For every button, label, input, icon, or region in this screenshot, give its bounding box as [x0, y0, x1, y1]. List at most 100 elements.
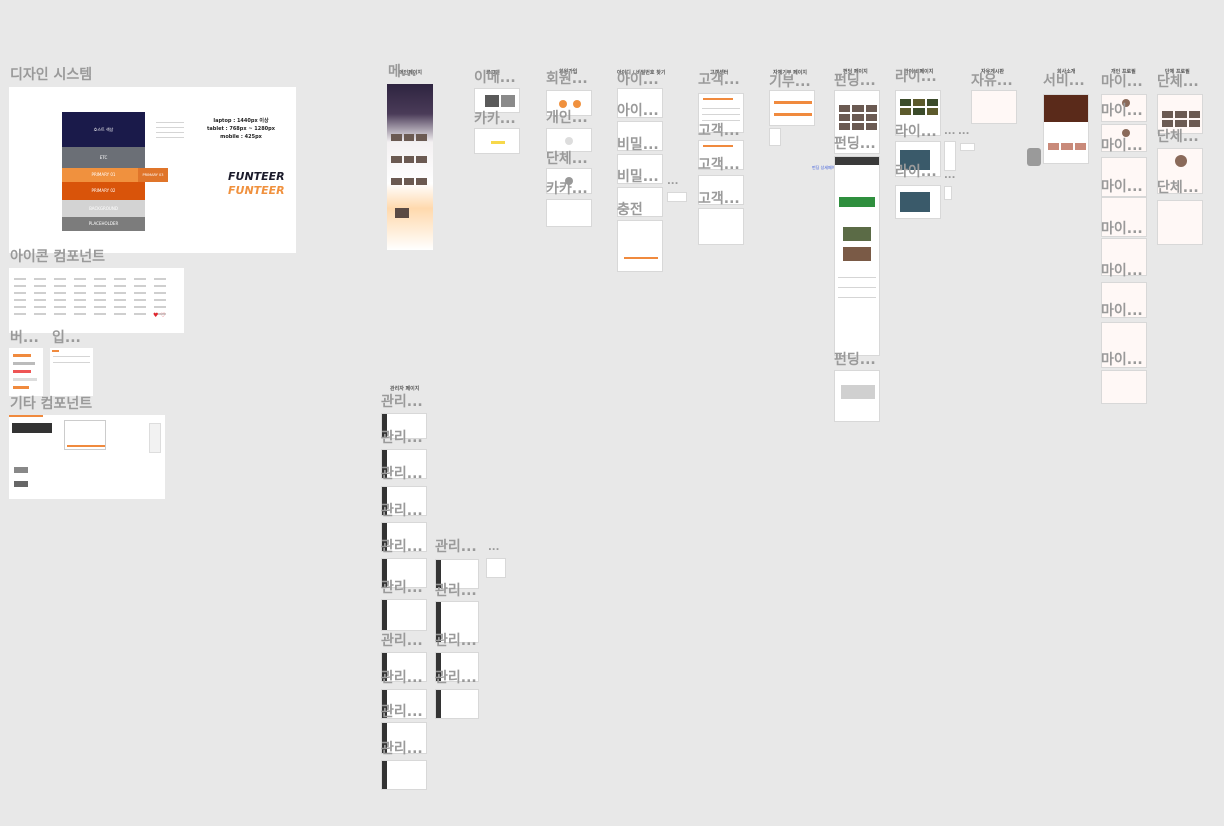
find-id-label[interactable]: 아이...	[617, 103, 659, 119]
donate-small-frame[interactable]	[769, 128, 781, 146]
frame-label-live[interactable]: 라이...	[895, 69, 937, 85]
design-system-title[interactable]: 디자인 시스템	[10, 67, 93, 83]
more-ellipsis[interactable]: ...	[667, 176, 679, 187]
funding-detail-frame[interactable]	[834, 156, 880, 356]
button-label[interactable]: 버...	[10, 330, 39, 346]
admin-label[interactable]: 관리...	[381, 466, 423, 482]
admin-frame[interactable]	[381, 449, 427, 479]
live-ellipsis-2[interactable]: ...	[958, 126, 970, 137]
live-label-3[interactable]: 라이...	[895, 164, 937, 180]
admin-frame[interactable]	[381, 760, 427, 790]
personal-signup-label[interactable]: 개인...	[546, 110, 588, 126]
admin-frame[interactable]	[435, 559, 479, 589]
frame-label-main[interactable]: 메...	[388, 64, 417, 80]
input-components-frame[interactable]	[50, 348, 93, 396]
profile-label[interactable]: 마이...	[1101, 179, 1143, 195]
other-components-title[interactable]: 기타 컴포넌트	[10, 396, 93, 412]
profile-frame[interactable]	[1101, 94, 1147, 122]
frame-label-group[interactable]: 단체...	[1157, 74, 1199, 90]
admin-label[interactable]: 관리...	[435, 583, 477, 599]
profile-frame[interactable]	[1101, 282, 1147, 318]
frame-label-find[interactable]: 아이...	[617, 72, 659, 88]
kakao-login-frame[interactable]	[474, 128, 520, 154]
admin-frame[interactable]	[381, 558, 427, 588]
admin-label[interactable]: 관리...	[381, 539, 423, 555]
find-id-frame[interactable]	[617, 88, 663, 118]
live-list-frame[interactable]	[895, 90, 941, 136]
profile-label[interactable]: 마이...	[1101, 221, 1143, 237]
live-room-frame-2[interactable]	[895, 185, 941, 219]
profile-frame[interactable]	[1101, 124, 1147, 152]
find-id-result-frame[interactable]	[617, 121, 663, 151]
admin-frame[interactable]	[381, 599, 427, 631]
support-frame-2[interactable]	[698, 140, 744, 170]
main-page-frame[interactable]	[387, 84, 433, 250]
profile-frame[interactable]	[1101, 197, 1147, 237]
group-signup-frame[interactable]	[546, 168, 592, 194]
admin-frame[interactable]	[381, 689, 427, 719]
frame-label-support[interactable]: 고객...	[698, 72, 740, 88]
other-components-frame[interactable]	[9, 415, 165, 499]
signup-frame[interactable]	[546, 90, 592, 116]
charge-frame[interactable]	[617, 220, 663, 272]
profile-label[interactable]: 마이...	[1101, 352, 1143, 368]
icon-components-frame[interactable]: ♥ ♡	[9, 268, 184, 333]
frame-label-donate[interactable]: 기부...	[769, 74, 811, 90]
button-components-frame[interactable]	[9, 348, 43, 396]
admin-label[interactable]: 관리...	[381, 580, 423, 596]
admin-frame[interactable]	[435, 652, 479, 682]
find-small-frame[interactable]	[667, 192, 687, 202]
donate-frame[interactable]	[769, 90, 815, 126]
live-side-frame-2[interactable]	[960, 143, 975, 151]
live-ellipsis-3[interactable]: ...	[944, 170, 956, 181]
live-side-frame-3[interactable]	[944, 186, 952, 200]
admin-label[interactable]: 관리...	[381, 503, 423, 519]
support-frame-4[interactable]	[698, 208, 744, 245]
admin-frame[interactable]	[435, 601, 479, 643]
frame-label-funding[interactable]: 펀딩...	[834, 73, 876, 89]
admin-frame[interactable]	[381, 522, 427, 552]
icon-components-title[interactable]: 아이콘 컴포넌트	[10, 249, 106, 265]
live-ellipsis-1[interactable]: ...	[944, 126, 956, 137]
admin-label[interactable]: 관리...	[435, 633, 477, 649]
profile-label[interactable]: 마이...	[1101, 263, 1143, 279]
profile-frame[interactable]	[1101, 157, 1147, 197]
admin-label[interactable]: 관리...	[381, 670, 423, 686]
frame-label-profile[interactable]: 마이...	[1101, 74, 1143, 90]
profile-frame[interactable]	[1101, 322, 1147, 368]
live-side-frame-1[interactable]	[944, 141, 956, 171]
personal-signup-frame[interactable]	[546, 128, 592, 152]
admin-label[interactable]: 관리...	[381, 741, 423, 757]
password-label-1[interactable]: 비밀...	[617, 137, 659, 153]
group-profile-label-2[interactable]: 단체...	[1157, 129, 1199, 145]
support-label-3[interactable]: 고객...	[698, 191, 740, 207]
group-profile-frame-1[interactable]	[1157, 94, 1203, 134]
admin-label[interactable]: 관리...	[435, 539, 477, 555]
support-frame-3[interactable]	[698, 175, 744, 205]
support-frame-1[interactable]	[698, 93, 744, 133]
admin-label[interactable]: 관리...	[381, 633, 423, 649]
admin-frame[interactable]	[435, 689, 479, 719]
support-label-1[interactable]: 고객...	[698, 123, 740, 139]
input-label[interactable]: 입...	[52, 330, 81, 346]
funding-create-frame[interactable]	[834, 370, 880, 422]
charge-label[interactable]: 충전	[617, 202, 643, 218]
profile-label[interactable]: 마이...	[1101, 138, 1143, 154]
admin-label[interactable]: 관리...	[435, 670, 477, 686]
support-label-2[interactable]: 고객...	[698, 157, 740, 173]
funding-label-2[interactable]: 펀딩...	[834, 136, 876, 152]
profile-label[interactable]: 마이...	[1101, 303, 1143, 319]
admin-frame[interactable]	[381, 486, 427, 516]
kakao-login-label[interactable]: 카카...	[474, 111, 516, 127]
admin-frame[interactable]	[381, 413, 427, 439]
service-frame[interactable]	[1043, 94, 1089, 164]
password-frame-1[interactable]	[617, 154, 663, 184]
group-signup-label[interactable]: 단체...	[546, 151, 588, 167]
admin-label[interactable]: 관리...	[381, 430, 423, 446]
admin-small-frame[interactable]	[486, 558, 506, 578]
board-frame[interactable]	[971, 90, 1017, 124]
profile-label[interactable]: 마이...	[1101, 103, 1143, 119]
group-profile-frame-3[interactable]	[1157, 200, 1203, 245]
profile-frame[interactable]	[1101, 238, 1147, 276]
